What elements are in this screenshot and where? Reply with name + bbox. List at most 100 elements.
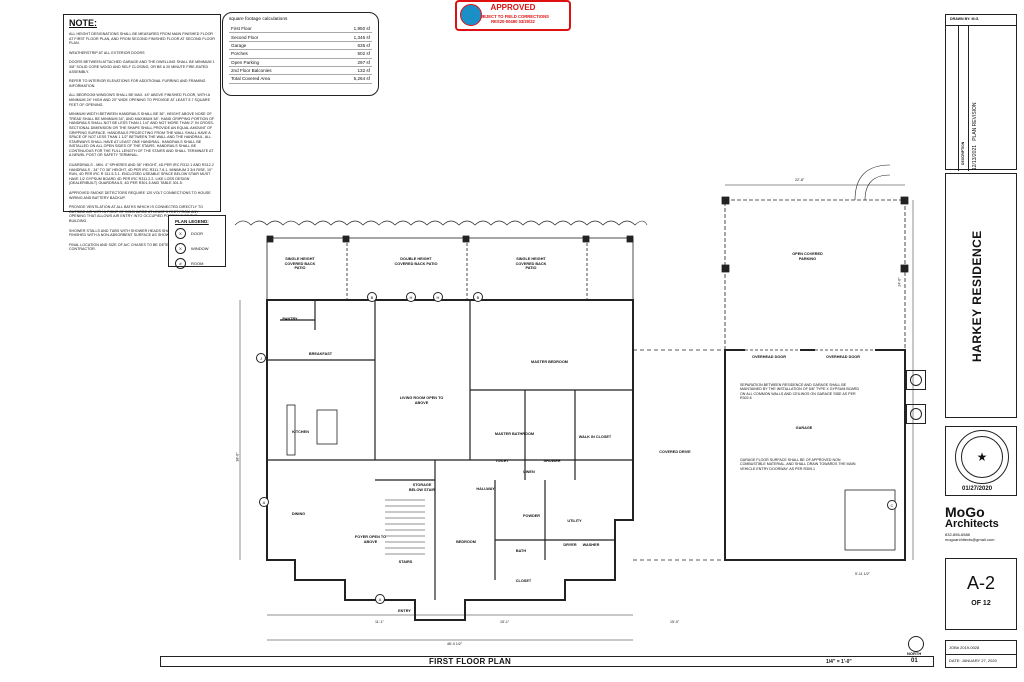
- sheet-of: OF 12: [971, 600, 991, 607]
- notes-panel: NOTE: ALL HEIGHT DESIGNATIONS SHALL BE M…: [63, 14, 221, 251]
- room-label: DRYER: [563, 543, 577, 547]
- room-label: SINGLE HEIGHT COVERED BACK PATIO: [515, 257, 547, 271]
- notes-list: ALL HEIGHT DESIGNATIONS SHALL BE MEASURE…: [69, 32, 215, 252]
- note-paragraph: ALL HEIGHT DESIGNATIONS SHALL BE MEASURE…: [69, 32, 215, 46]
- dim-garage-bottom: 5'-11 1/2": [855, 572, 870, 576]
- room-label: STAIRS: [398, 560, 413, 564]
- approved-line-1: SUBJECT TO FIELD CORRECTIONS: [477, 14, 549, 19]
- detail-number: 01: [911, 658, 918, 664]
- room-label: BATH: [515, 549, 527, 553]
- sqft-value: 297 sf: [327, 58, 372, 67]
- open-parking-outline: [724, 199, 906, 351]
- approved-stamp: APPROVED SUBJECT TO FIELD CORRECTIONS RE…: [455, 0, 571, 31]
- sheet-number-box: A-2 OF 12: [945, 558, 1017, 630]
- room-label: TOILET: [495, 459, 509, 463]
- ac-unit-icon: [906, 370, 926, 390]
- note-paragraph: PROVIDE VENTILATION AT ALL BATHS WHICH I…: [69, 205, 204, 223]
- sqft-label: 2nd Floor Balconies: [229, 66, 328, 76]
- sqft-value: 1,950 sf: [327, 25, 372, 34]
- room-label: DOUBLE HEIGHT COVERED BACK PATIO: [394, 257, 438, 266]
- room-label: WASHER: [582, 543, 600, 547]
- note-paragraph: FINAL LOCATION AND SIZE OF A/C CHASES TO…: [69, 242, 215, 252]
- legend-title: PLAN LEGEND:: [175, 219, 209, 224]
- room-label: KITCHEN: [292, 430, 309, 434]
- firm-phone: 832-856-6588: [945, 532, 970, 537]
- sqft-label: Total Covered Area: [229, 74, 328, 84]
- room-label: COVERED DRIVE: [659, 450, 691, 454]
- room-label: GARAGE: [795, 426, 813, 430]
- sqft-value: 502 sf: [327, 49, 372, 59]
- revision-entry: 12/13/2021 PLAN REVISION: [972, 102, 978, 170]
- house-exterior-wall: [266, 299, 634, 621]
- room-label: CLOSET: [515, 579, 532, 583]
- room-label: ENTRY: [398, 609, 411, 613]
- room-label: DINING: [291, 512, 306, 516]
- plan-title-bar: FIRST FLOOR PLAN 1/4" = 1'-0": [160, 656, 934, 667]
- architect-seal-box: ★ 01/27/2020: [945, 426, 1017, 496]
- city-seal-icon: [460, 4, 482, 26]
- note-paragraph: GUARDRAILS - MIN. 4" SPHERES AND 36" HEI…: [69, 163, 214, 186]
- garage-floor-note: GARAGE FLOOR SURFACE SHALL BE OF APPROVE…: [740, 458, 856, 471]
- dim-bottom-total: 46'-0 1/2": [447, 642, 463, 646]
- sqft-value: 5,264 sf: [327, 74, 372, 84]
- project-name-box: HARKEY RESIDENCE: [945, 173, 1017, 418]
- grid-bubble: A: [375, 594, 385, 604]
- sqft-label: Garage: [229, 41, 328, 51]
- dim-right-side: 24'-0": [897, 277, 902, 287]
- title-block-revisions: DRAWN BY: M.G. DESCRIPTION 12/13/2021 PL…: [945, 14, 1017, 171]
- room-label: HALLWAY: [476, 487, 495, 491]
- legend-label: ROOM: [191, 261, 204, 266]
- room-label: STORAGE BELOW STAIR: [408, 483, 436, 492]
- sheet-number: A-2: [966, 573, 995, 593]
- revision-cloud: [234, 220, 648, 226]
- legend-item: #ROOM: [175, 258, 219, 269]
- room-label: FOYER OPEN TO ABOVE: [354, 535, 387, 544]
- firm-name-1: MoGo: [945, 504, 985, 520]
- legend-label: DOOR: [191, 231, 203, 236]
- project-name: HARKEY RESIDENCE: [970, 230, 984, 362]
- note-paragraph: MINIMUM WIDTH BETWEEN HANDRAILS SHALL BE…: [69, 112, 215, 158]
- architect-seal-icon: ★: [955, 430, 1009, 484]
- room-label: MASTER BEDROOM: [531, 360, 568, 364]
- sqft-label: Open Parking: [229, 58, 328, 67]
- room-label: WALK IN CLOSET: [578, 435, 612, 439]
- floor-plan-drawing: [234, 164, 914, 641]
- dim-bottom-right: 15'-0": [670, 620, 680, 624]
- grid-bubble: J: [256, 353, 266, 363]
- note-paragraph: SHOWER STALLS AND TUBS WITH SHOWER HEADS…: [69, 228, 214, 238]
- room-label: SHOWER: [543, 459, 561, 463]
- room-label: SINGLE HEIGHT COVERED BACK PATIO: [284, 257, 316, 271]
- room-label: POWDER: [522, 514, 541, 518]
- note-paragraph: DOORS BETWEEN ATTACHED GARAGE AND THE DW…: [69, 60, 215, 74]
- revision-desc-header: DESCRIPTION: [961, 141, 965, 165]
- room-label: UTILITY: [567, 519, 582, 523]
- room-label: LIVING ROOM OPEN TO ABOVE: [399, 396, 444, 405]
- job-number: JOB# 2019-0028: [949, 645, 980, 650]
- note-paragraph: WEATHERSTRIP AT ALL EXTERIOR DOORS: [69, 50, 145, 55]
- room-label: BEDROOM: [456, 540, 476, 544]
- garage-wall: [724, 349, 906, 561]
- plan-scale: 1/4" = 1'-0": [826, 659, 852, 665]
- sqft-label: First Floor: [229, 25, 328, 34]
- room-label: OPEN COVERED PARKING: [792, 252, 823, 261]
- room-label: PANTRY: [282, 317, 298, 321]
- approved-label: APPROVED: [490, 3, 536, 12]
- plan-title: FIRST FLOOR PLAN: [429, 657, 512, 666]
- note-paragraph: APPROVED SMOKE DETECTORS REQUIRE 120 VOL…: [69, 191, 211, 200]
- firm-email: mogoarchitects@gmail.com: [945, 537, 995, 542]
- garage-separation-note: SEPARATION BETWEEN RESIDENCE AND GARAGE …: [740, 383, 860, 401]
- dim-bottom-left: 11'-1": [375, 620, 384, 624]
- room-label: LINEN: [523, 470, 535, 474]
- grid-bubble: B: [367, 292, 377, 302]
- job-date: DATE: JANUARY 27, 2020: [949, 658, 997, 663]
- north-arrow-icon: [908, 636, 924, 652]
- note-paragraph: ALL BEDROOM WINDOWS SHALL BE MAX. 44" AB…: [69, 93, 211, 107]
- approved-line-2: RES20-00480 03/30/22: [491, 19, 535, 24]
